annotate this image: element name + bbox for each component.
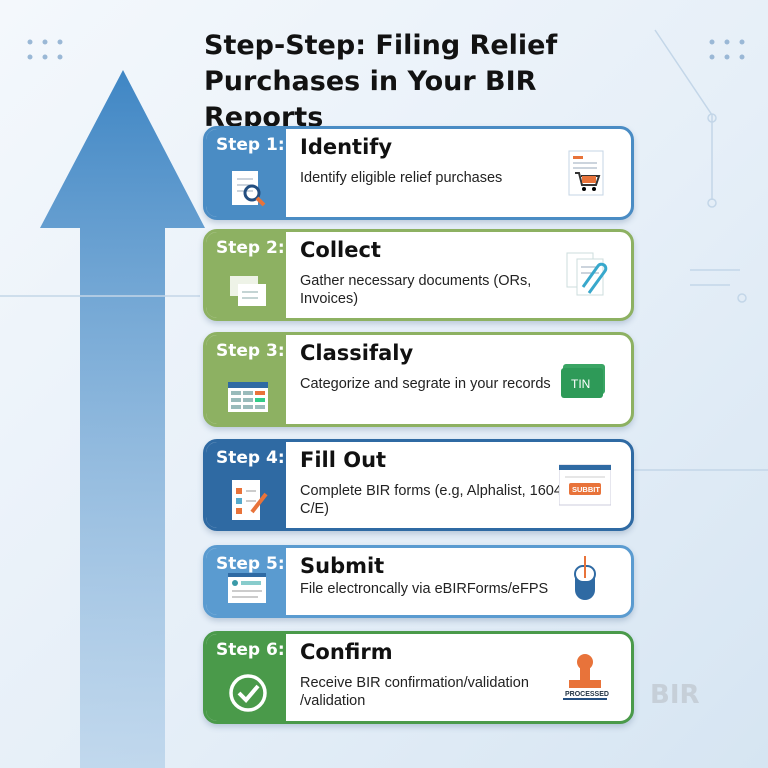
- paperclip-documents-icon: [566, 252, 608, 296]
- step-number: Step 2:: [216, 238, 285, 258]
- step-heading: Collect: [300, 238, 381, 262]
- svg-text:PROCESSED: PROCESSED: [565, 691, 609, 698]
- dots-decoration: [27, 39, 745, 60]
- step-card-5: Step 5: Submit File electroncally via eB…: [203, 545, 634, 618]
- step-number: Step 1:: [216, 135, 285, 155]
- step-content: Collect Gather necessary documents (ORs,…: [286, 232, 631, 318]
- step-description: File electroncally via eBIRForms/eFPS: [300, 581, 549, 597]
- step-description: Receive BIR confirmation/validation /val…: [300, 675, 529, 709]
- step-number: Step 6:: [216, 640, 285, 660]
- step-description: Gather necessary documents (ORs, Invoice…: [300, 273, 532, 307]
- documents-icon: [230, 276, 266, 306]
- step-heading: Identify: [300, 135, 393, 159]
- checkmark-circle-icon: [229, 674, 267, 712]
- step-heading: Confirm: [300, 640, 393, 664]
- step-card-6: Step 6: Confirm Receive BIR confirmation…: [203, 631, 634, 724]
- step-content: Classifaly Categorize and segrate in you…: [286, 335, 631, 424]
- step-content: Submit File electroncally via eBIRForms/…: [286, 548, 631, 615]
- page-title: Step-Step: Filing Relief Purchases in Yo…: [204, 30, 558, 133]
- step-card-1: Step 1: Identify Identify eligible relie…: [203, 126, 634, 220]
- checklist-pencil-icon: [232, 480, 268, 520]
- document-search-icon: [232, 171, 266, 207]
- step-heading: Submit: [300, 554, 385, 578]
- submit-window-icon: SUBBIT: [559, 464, 611, 506]
- step-card-2: Step 2: Collect Gather necessary documen…: [203, 229, 634, 321]
- mouse-icon: [574, 555, 596, 600]
- web-form-icon: [228, 573, 266, 603]
- step-number: Step 5:: [216, 554, 285, 574]
- step-card-4: Step 4: Fill Out Complete BIR forms (e.g…: [203, 439, 634, 531]
- step-badge: Step 3:: [206, 335, 286, 424]
- step-badge: Step 4:: [206, 442, 286, 528]
- spreadsheet-icon: [228, 382, 268, 412]
- bir-watermark: BIR: [650, 680, 700, 710]
- svg-text:TIN: TIN: [571, 377, 590, 391]
- step-badge: Step 5:: [206, 548, 286, 615]
- step-heading: Classifaly: [300, 341, 414, 365]
- step-number: Step 4:: [216, 448, 285, 468]
- step-content: Confirm Receive BIR confirmation/validat…: [286, 634, 631, 721]
- circuit-decoration: [0, 29, 768, 471]
- tin-card-icon: TIN: [561, 363, 605, 398]
- step-heading: Fill Out: [300, 448, 387, 472]
- step-description: Categorize and segrate in your records: [300, 376, 551, 392]
- step-badge: Step 6:: [206, 634, 286, 721]
- svg-text:SUBBIT: SUBBIT: [572, 485, 600, 494]
- receipt-cart-icon: [568, 150, 604, 196]
- step-badge: Step 2:: [206, 232, 286, 318]
- step-description: Complete BIR forms (e.g, Alphalist, 1604…: [300, 483, 567, 517]
- step-card-3: Step 3: Classifaly Categorize and segrat…: [203, 332, 634, 427]
- step-description: Identify eligible relief purchases: [300, 170, 503, 186]
- processed-stamp-icon: PROCESSED: [563, 653, 609, 700]
- step-content: Identify Identify eligible relief purcha…: [286, 129, 631, 217]
- step-number: Step 3:: [216, 341, 285, 361]
- step-badge: Step 1:: [206, 129, 286, 217]
- step-content: Fill Out Complete BIR forms (e.g, Alphal…: [286, 442, 631, 528]
